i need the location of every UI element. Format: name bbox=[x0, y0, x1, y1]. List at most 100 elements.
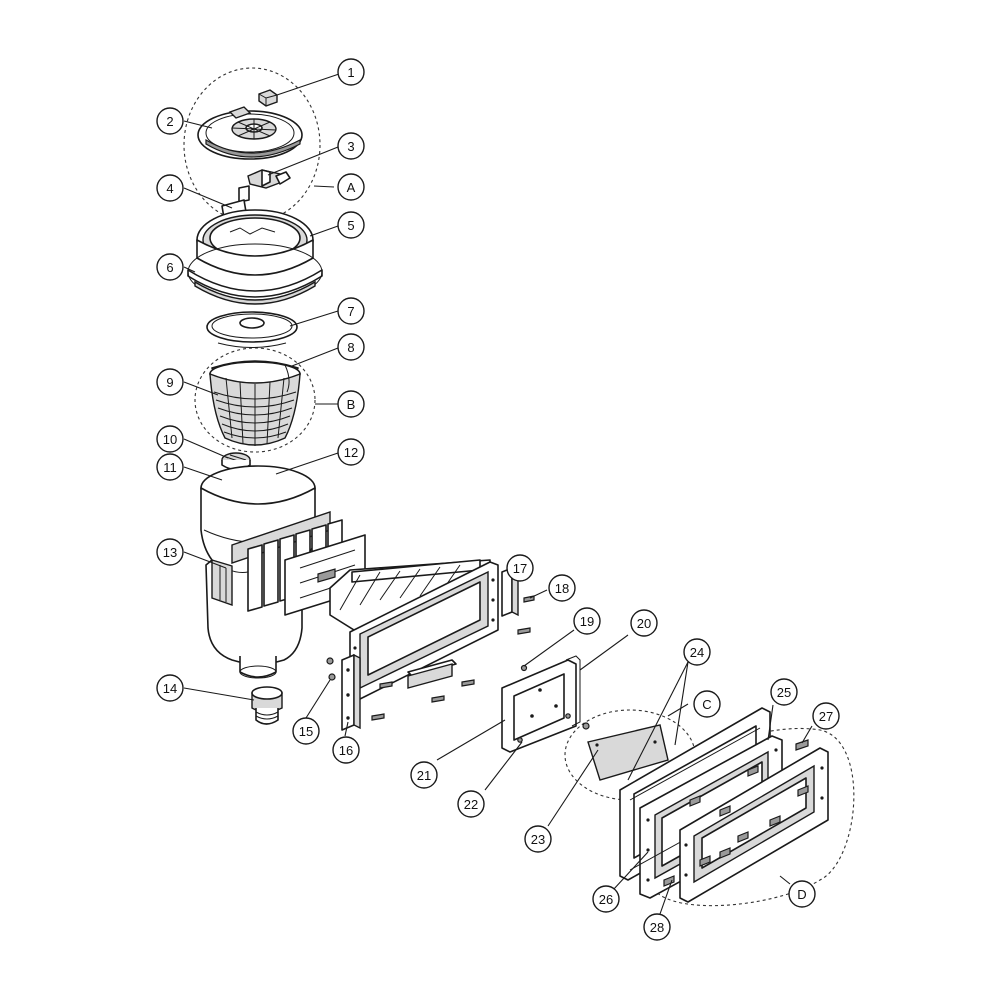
callout-7-label: 7 bbox=[347, 304, 354, 319]
callout-26-label: 26 bbox=[599, 892, 613, 907]
callout-21: 21 bbox=[410, 761, 438, 789]
callout-17-circle bbox=[506, 554, 534, 582]
group-label-d: D bbox=[788, 880, 816, 908]
part-21-adapter-gasket bbox=[565, 655, 581, 727]
callout-15-label: 15 bbox=[299, 724, 313, 739]
callout-17-label: 17 bbox=[513, 561, 527, 576]
callout-22-circle bbox=[457, 790, 485, 818]
part-2-lid bbox=[197, 106, 303, 160]
callout-23-circle bbox=[524, 825, 552, 853]
part-13-skimmer-body bbox=[200, 465, 366, 679]
callout-12-circle bbox=[337, 438, 365, 466]
group-label-c-circle bbox=[693, 690, 721, 718]
callout-9-label: 9 bbox=[166, 375, 173, 390]
callout-21-label: 21 bbox=[417, 768, 431, 783]
callout-1: 1 bbox=[337, 58, 365, 86]
callout-16-circle bbox=[332, 736, 360, 764]
callout-3-label: 3 bbox=[347, 139, 354, 154]
callout-15: 15 bbox=[292, 717, 320, 745]
callout-1-circle bbox=[337, 58, 365, 86]
callout-3: 3 bbox=[337, 132, 365, 160]
callout-8-circle bbox=[337, 333, 365, 361]
part-27-screws bbox=[663, 739, 809, 887]
callout-8: 8 bbox=[337, 333, 365, 361]
callout-10-circle bbox=[156, 425, 184, 453]
part-18-screws bbox=[371, 595, 535, 721]
callout-5-label: 5 bbox=[347, 218, 354, 233]
callout-25-circle bbox=[770, 678, 798, 706]
callout-21-circle bbox=[410, 761, 438, 789]
callout-14-label: 14 bbox=[163, 681, 177, 696]
callout-27-label: 27 bbox=[819, 709, 833, 724]
callout-5: 5 bbox=[337, 211, 365, 239]
callout-19: 19 bbox=[573, 607, 601, 635]
part-16-screws bbox=[326, 657, 336, 681]
callout-24-label: 24 bbox=[690, 645, 704, 660]
part-14-union-fitting bbox=[251, 686, 283, 725]
callout-6: 6 bbox=[156, 253, 184, 281]
leader-lines bbox=[183, 73, 813, 915]
callout-9: 9 bbox=[156, 368, 184, 396]
callout-10: 10 bbox=[156, 425, 184, 453]
callout-5-circle bbox=[337, 211, 365, 239]
callout-11-label: 11 bbox=[163, 460, 177, 475]
callout-23-label: 23 bbox=[531, 832, 545, 847]
callout-7-circle bbox=[337, 297, 365, 325]
callout-12-label: 12 bbox=[344, 445, 358, 460]
callout-2: 2 bbox=[156, 107, 184, 135]
group-label-b: B bbox=[337, 390, 365, 418]
callout-2-label: 2 bbox=[166, 114, 173, 129]
part-22-adapter-screws bbox=[517, 713, 571, 743]
callout-14: 14 bbox=[156, 674, 184, 702]
callout-24-circle bbox=[683, 638, 711, 666]
callout-8-label: 8 bbox=[347, 340, 354, 355]
callout-26-circle bbox=[592, 885, 620, 913]
callout-25: 25 bbox=[770, 678, 798, 706]
callout-28: 28 bbox=[643, 913, 671, 941]
callout-19-label: 19 bbox=[580, 614, 594, 629]
callout-3-circle bbox=[337, 132, 365, 160]
callout-18: 18 bbox=[548, 574, 576, 602]
callout-12: 12 bbox=[337, 438, 365, 466]
callout-11: 11 bbox=[156, 453, 184, 481]
callout-4: 4 bbox=[156, 174, 184, 202]
callout-15-circle bbox=[292, 717, 320, 745]
part-10-plug bbox=[221, 452, 251, 471]
group-b-boundary bbox=[194, 347, 316, 453]
callout-17: 17 bbox=[506, 554, 534, 582]
callout-2-circle bbox=[156, 107, 184, 135]
callout-22-label: 22 bbox=[464, 797, 478, 812]
callout-9-circle bbox=[156, 368, 184, 396]
part-20-adapter-frame bbox=[501, 659, 577, 753]
callout-16: 16 bbox=[332, 736, 360, 764]
part-9-basket bbox=[209, 361, 301, 446]
callout-6-circle bbox=[156, 253, 184, 281]
callout-13-circle bbox=[156, 538, 184, 566]
group-label-a-label: A bbox=[347, 180, 356, 195]
group-d-boundary bbox=[637, 728, 855, 907]
callout-13: 13 bbox=[156, 538, 184, 566]
callout-16-label: 16 bbox=[339, 743, 353, 758]
part-19-screw bbox=[520, 664, 528, 672]
callout-20-circle bbox=[630, 609, 658, 637]
callout-28-circle bbox=[643, 913, 671, 941]
group-label-b-label: B bbox=[347, 397, 356, 412]
part-7-gasket bbox=[206, 311, 298, 348]
callout-20-label: 20 bbox=[637, 616, 651, 631]
callout-26: 26 bbox=[592, 885, 620, 913]
group-label-a: A bbox=[337, 173, 365, 201]
callout-4-label: 4 bbox=[166, 181, 173, 196]
callout-7: 7 bbox=[337, 297, 365, 325]
group-label-b-circle bbox=[337, 390, 365, 418]
part-1-lid-knob bbox=[258, 89, 278, 107]
group-label-c-label: C bbox=[702, 697, 711, 712]
group-label-c: C bbox=[693, 690, 721, 718]
callout-4-circle bbox=[156, 174, 184, 202]
callout-11-circle bbox=[156, 453, 184, 481]
callout-18-label: 18 bbox=[555, 581, 569, 596]
callout-23: 23 bbox=[524, 825, 552, 853]
callout-14-circle bbox=[156, 674, 184, 702]
part-17-clamp-bar-left bbox=[341, 653, 457, 731]
